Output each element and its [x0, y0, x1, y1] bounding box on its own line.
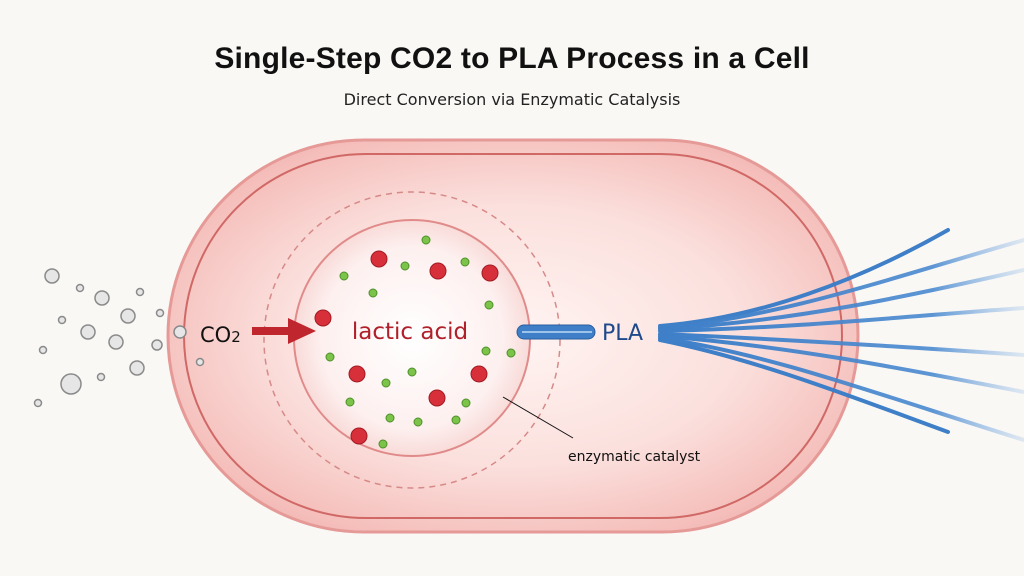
green-molecule-icon: [481, 346, 491, 356]
green-molecule-icon: [345, 397, 355, 407]
pla-tube: [516, 324, 596, 340]
co2-bubble-icon: [129, 360, 145, 376]
co2-label: CO2: [200, 323, 241, 347]
enzymatic-catalyst-label: enzymatic catalyst: [568, 449, 701, 465]
co2-bubble-icon: [151, 339, 163, 351]
pla-fiber-icon: [658, 306, 1024, 333]
reaction-zone-dashed-ring: [263, 191, 561, 489]
red-molecule-icon: [370, 250, 388, 268]
green-molecule-icon: [368, 288, 378, 298]
co2-bubble-icon: [80, 324, 96, 340]
red-molecule-icon: [348, 365, 366, 383]
pla-fiber-icon: [658, 334, 1024, 394]
red-molecule-icon: [428, 389, 446, 407]
pla-label: PLA: [602, 321, 643, 346]
red-molecule-icon: [350, 427, 368, 445]
co2-bubble-icon: [108, 334, 124, 350]
red-molecule-icon: [481, 264, 499, 282]
pla-fiber-icon: [658, 332, 1024, 357]
co2-bubble-icon: [155, 308, 165, 318]
arrow-right-icon: [252, 318, 316, 344]
green-molecule-icon: [460, 257, 470, 267]
pla-fibers: [658, 228, 1024, 442]
green-molecule-icon: [421, 235, 431, 245]
pla-fiber-icon: [658, 338, 950, 434]
co2-bubble-icon: [96, 372, 106, 382]
green-molecule-icon: [407, 367, 417, 377]
green-molecule-icon: [385, 413, 395, 423]
green-molecule-icon: [378, 439, 388, 449]
diagram-subtitle: Direct Conversion via Enzymatic Catalysi…: [343, 90, 681, 109]
lactic-acid-label: lactic acid: [352, 319, 468, 345]
co2-bubble-icon: [75, 283, 85, 293]
green-molecule-icon: [506, 348, 516, 358]
co2-bubble-icon: [94, 290, 110, 306]
green-molecule-icon: [451, 415, 461, 425]
co2-bubble-icon: [135, 287, 145, 297]
diagram-title: Single-Step CO2 to PLA Process in a Cell: [214, 42, 810, 75]
catalyst-molecules: [325, 235, 516, 449]
co2-bubble-icon: [173, 325, 187, 339]
catalyst-pointer-line: [502, 396, 574, 439]
co2-bubble-icon: [195, 357, 205, 367]
co2-bubble-icon: [38, 345, 48, 355]
green-molecule-icon: [325, 352, 335, 362]
green-molecule-icon: [381, 378, 391, 388]
green-molecule-icon: [413, 417, 423, 427]
green-molecule-icon: [484, 300, 494, 310]
red-molecule-icon: [429, 262, 447, 280]
co2-bubble-icon: [60, 373, 82, 395]
green-molecule-icon: [461, 398, 471, 408]
pla-fiber-icon: [658, 238, 1024, 330]
green-molecule-icon: [400, 261, 410, 271]
co2-bubbles: [33, 268, 205, 408]
red-molecule-icon: [470, 365, 488, 383]
co2-label-main: CO: [200, 323, 231, 347]
lactic-acid-molecules: [314, 250, 499, 445]
pla-fiber-icon: [658, 268, 1024, 331]
co2-label-subscript: 2: [231, 328, 241, 346]
pla-fiber-icon: [658, 336, 1024, 442]
red-molecule-icon: [314, 309, 332, 327]
co2-bubble-icon: [120, 308, 136, 324]
co2-bubble-icon: [57, 315, 67, 325]
co2-bubble-icon: [44, 268, 60, 284]
co2-bubble-icon: [33, 398, 43, 408]
pla-fiber-icon: [658, 228, 950, 328]
green-molecule-icon: [339, 271, 349, 281]
